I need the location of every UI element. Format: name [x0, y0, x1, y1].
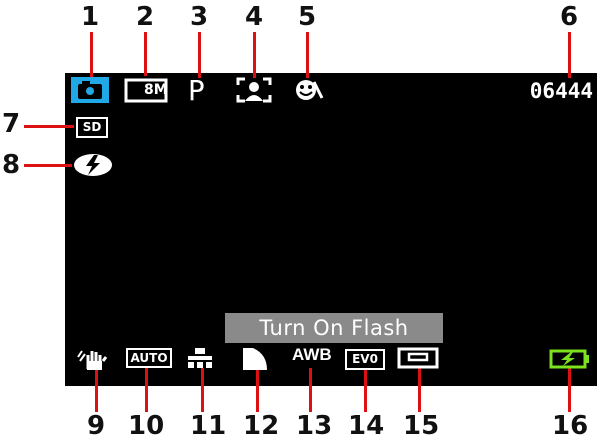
callout-12: 12 — [243, 411, 280, 441]
resolution-label: 8M — [144, 82, 168, 98]
callout-2: 2 — [136, 2, 155, 32]
callout-8: 8 — [2, 150, 21, 180]
callout-16: 16 — [552, 411, 589, 441]
callout-4: 4 — [245, 2, 264, 32]
iso-auto-icon: AUTO — [126, 348, 172, 368]
resolution-icon — [124, 78, 170, 104]
leader-line-5 — [306, 32, 309, 78]
sharpness-icon — [241, 346, 269, 370]
program-mode-icon: P — [188, 74, 205, 107]
leader-line-13 — [309, 368, 312, 412]
callout-10: 10 — [128, 411, 165, 441]
callout-9: 9 — [87, 411, 106, 441]
callout-1: 1 — [81, 2, 100, 32]
leader-line-4 — [253, 32, 256, 78]
leader-line-1 — [90, 32, 93, 80]
shot-counter: 06444 — [529, 79, 593, 103]
white-balance-icon: AWB — [292, 345, 332, 364]
leader-line-9 — [95, 368, 98, 412]
leader-line-7 — [24, 125, 74, 128]
callout-11: 11 — [190, 411, 227, 441]
flash-message-banner: Turn On Flash — [225, 313, 443, 343]
callout-13: 13 — [296, 411, 333, 441]
camera-mode-icon — [71, 77, 109, 103]
callout-7: 7 — [2, 109, 21, 139]
callout-14: 14 — [348, 411, 385, 441]
face-detection-icon — [236, 77, 272, 103]
leader-line-10 — [145, 368, 148, 412]
leader-line-11 — [201, 368, 204, 412]
exposure-icon: EV0 — [345, 349, 385, 370]
anti-shake-icon — [76, 345, 108, 371]
callout-6: 6 — [560, 2, 579, 32]
leader-line-3 — [198, 32, 201, 78]
metering-icon — [397, 347, 439, 369]
smile-detection-icon — [292, 78, 324, 102]
leader-line-12 — [256, 368, 259, 412]
leader-line-14 — [364, 368, 367, 412]
callout-5: 5 — [298, 2, 317, 32]
sd-card-icon: SD — [76, 117, 108, 138]
leader-line-2 — [144, 32, 147, 76]
leader-line-16 — [568, 368, 571, 412]
flash-off-icon — [72, 152, 114, 178]
battery-charging-icon — [549, 349, 591, 369]
leader-line-8 — [24, 164, 72, 167]
callout-15: 15 — [403, 411, 440, 441]
leader-line-15 — [418, 368, 421, 412]
leader-line-6 — [568, 32, 571, 78]
quality-icon — [186, 348, 214, 370]
callout-3: 3 — [190, 2, 209, 32]
